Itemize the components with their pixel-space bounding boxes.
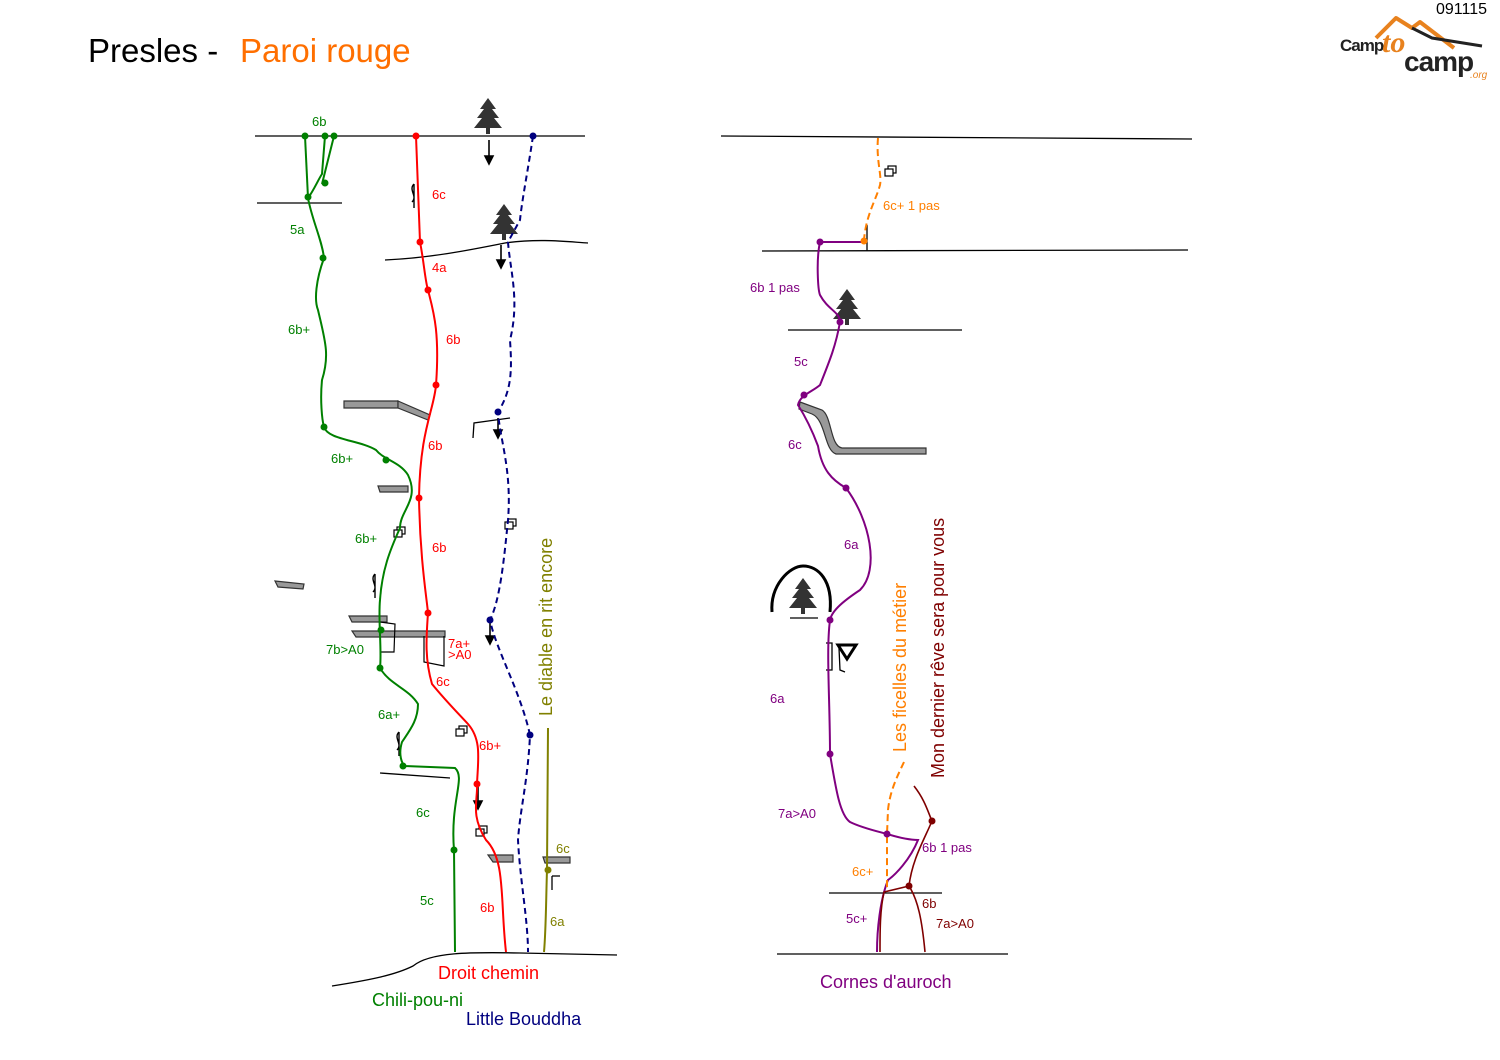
grade-label: 6b [480, 900, 494, 915]
route-le-diable-en-rit-encore[interactable] [543, 727, 549, 953]
grade-label: 5c [420, 893, 434, 908]
ledge-line [761, 249, 1189, 252]
grade-label: 6b [432, 540, 446, 555]
logo-text-camp: Camp [1340, 36, 1384, 55]
belay-points-maroon [905, 817, 936, 890]
quickdraw-icon [504, 518, 517, 530]
right-face-ledges [798, 401, 927, 455]
grade-label: 7a>A0 [778, 806, 816, 821]
tree-anchor-icon [833, 289, 861, 325]
grade-label: 6c [416, 805, 430, 820]
grade-label: 6a [550, 914, 565, 929]
roof-corners [379, 621, 445, 667]
grade-label: 7b>A0 [326, 642, 364, 657]
logo-text-camp2: camp [1404, 46, 1474, 77]
grade-label: 6c [436, 674, 450, 689]
page-title-sector: Paroi rouge [240, 32, 411, 69]
grade-label: 6c+ 1 pas [883, 198, 940, 213]
route-cornes-d-auroch[interactable] [796, 241, 920, 953]
tree-anchor-icon [490, 204, 518, 240]
topo-code: 091115 [1436, 1, 1488, 18]
belay-point-orange [860, 237, 868, 245]
grade-label: 6b 1 pas [922, 840, 972, 855]
route-name-little-bouddha: Little Bouddha [466, 1009, 582, 1029]
ground-line-left [331, 951, 618, 987]
grade-label: 6b+ [355, 531, 377, 546]
left-face-ledges [273, 400, 571, 864]
grade-label: 6a [770, 691, 785, 706]
grade-label: 6c+ [852, 864, 873, 879]
grade-label: 6b+ [288, 322, 310, 337]
quickdraw-icon [455, 725, 468, 737]
ledge-line [384, 239, 589, 261]
grade-label: 6c [556, 841, 570, 856]
grade-label: >A0 [448, 647, 472, 662]
grade-label: 6a+ [378, 707, 400, 722]
grade-label: 7a>A0 [936, 916, 974, 931]
ledge-line [379, 772, 451, 779]
belay-points-green [301, 132, 458, 854]
camptocamp-logo: Camp to camp .org [1336, 12, 1496, 86]
quickdraw-icon [884, 165, 897, 177]
belay-points-purple [800, 238, 891, 838]
summit-line-right [720, 135, 1193, 140]
belay-triangle-icon [835, 643, 859, 662]
grade-label: 6c [788, 437, 802, 452]
right-face-terrain [720, 135, 1193, 955]
tree-anchor-icon [789, 578, 817, 614]
route-name-les-ficelles: Les ficelles du métier [890, 583, 910, 752]
grade-label: 6b [428, 438, 442, 453]
cave-arch [770, 564, 832, 613]
route-name-chili-pou-ni: Chili-pou-ni [372, 990, 463, 1010]
grade-label: 5c+ [846, 911, 867, 926]
route-name-cornes-d-auroch: Cornes d'auroch [820, 972, 952, 992]
belay-points-red [412, 132, 481, 788]
grade-label: 6c [432, 187, 446, 202]
route-name-mon-dernier-reve: Mon dernier rêve sera pour vous [928, 518, 948, 778]
belay-point-olive [544, 866, 552, 874]
grade-label: 6b [312, 114, 326, 129]
grade-label: 6a [844, 537, 859, 552]
grade-label: 6b+ [331, 451, 353, 466]
route-name-droit-chemin: Droit chemin [438, 963, 539, 983]
route-mon-dernier-reve[interactable] [879, 785, 933, 953]
overhang-line [472, 417, 511, 439]
grade-label: 6b [922, 896, 936, 911]
tree-anchor-icon [474, 98, 502, 134]
rappel-arrows [472, 140, 507, 811]
grade-label: 7a+ [448, 636, 470, 651]
grade-label: 4a [432, 260, 447, 275]
grade-label: 6b 1 pas [750, 280, 800, 295]
route-little-bouddha[interactable] [488, 135, 534, 953]
belay-points-blue [486, 132, 537, 739]
route-droit-chemin[interactable] [415, 135, 507, 953]
grade-label: 6b+ [479, 738, 501, 753]
mountain-logo-icon [1374, 16, 1483, 50]
page-title-crag: Presles - [88, 32, 219, 69]
grade-label: 5c [794, 354, 808, 369]
grade-label: 5a [290, 222, 305, 237]
route-les-ficelles-du-metier[interactable] [863, 137, 905, 892]
logo-text-org: .org [1470, 70, 1488, 81]
grade-label: 6b [446, 332, 460, 347]
bolt-squiggles [372, 183, 415, 756]
logo-text-to: to [1382, 26, 1406, 59]
route-name-le-diable: Le diable en rit encore [536, 538, 556, 716]
